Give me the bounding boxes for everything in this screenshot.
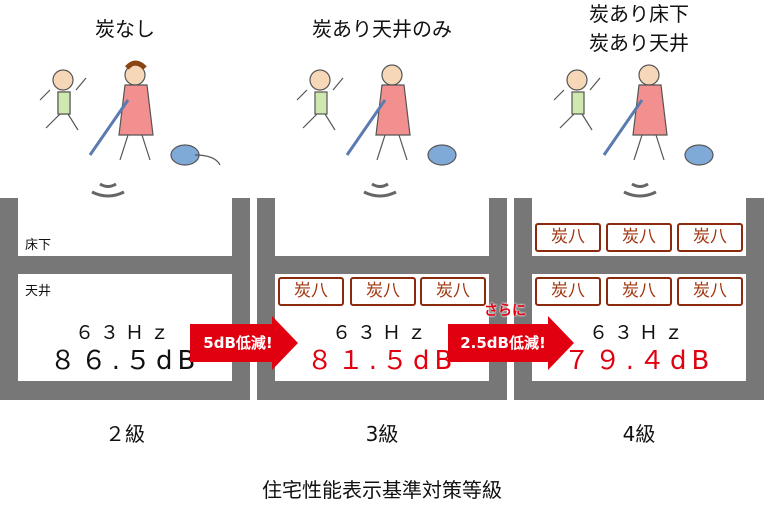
ceiling-space: 炭八 炭八 炭八 ６３Ｈｚ ７９.４dB [532,274,746,381]
panel-2-title: 炭あり天井のみ [312,17,452,41]
reduction-arrow-1: 5dB低減! [190,316,298,370]
ceiling-space: 天井 ６３Ｈｚ ８６.５dB [18,274,232,381]
charcoal-box: 炭八 [278,277,344,306]
frequency-label: ６３Ｈｚ [588,322,689,344]
house-section-panel-1: 床下 天井 ６３Ｈｚ ８６.５dB [0,198,250,400]
frequency-label: ６３Ｈｚ [74,322,175,344]
underfloor-space [275,198,489,256]
panel-3-title-line1: 炭あり床下 [589,2,689,26]
sound-level: ８６.５dB [49,346,201,376]
underfloor-label: 床下 [25,238,52,253]
vacuuming-mother-child-illustration [544,60,744,172]
underfloor-space: 炭八 炭八 炭八 [532,198,746,256]
frequency-label: ６３Ｈｚ [331,322,432,344]
house-section-panel-3: 炭八 炭八 炭八 炭八 炭八 炭八 ６３Ｈｚ ７９.４dB [514,198,764,400]
charcoal-box: 炭八 [535,277,601,306]
ceiling-label: 天井 [25,284,52,299]
charcoal-box: 炭八 [535,223,601,252]
underfloor-space: 床下 [18,198,232,256]
charcoal-box: 炭八 [420,277,486,306]
sound-level: ７９.４dB [563,346,715,376]
reduction-label: 2.5dB低減! [460,334,546,352]
grade-label: ２級 [105,422,145,446]
vacuuming-mother-child-illustration [287,60,487,172]
panel-3-title-line2: 炭あり天井 [589,31,689,55]
charcoal-box: 炭八 [677,277,743,306]
reduction-arrow-2: 2.5dB低減! [448,316,574,370]
sound-level: ８１.５dB [306,346,458,376]
charcoal-box: 炭八 [606,277,672,306]
grade-label: 4級 [622,422,656,446]
footer-caption: 住宅性能表示基準対策等級 [262,478,502,502]
charcoal-box: 炭八 [677,223,743,252]
grade-label: 3級 [365,422,399,446]
reduction-label: 5dB低減! [203,334,273,352]
vacuuming-mother-child-illustration [30,60,230,172]
house-section-panel-2: 炭八 炭八 炭八 ６３Ｈｚ ８１.５dB [257,198,507,400]
charcoal-box: 炭八 [350,277,416,306]
charcoal-box: 炭八 [606,223,672,252]
panel-1-title: 炭なし [95,17,155,41]
further-label: さらに [484,303,526,319]
